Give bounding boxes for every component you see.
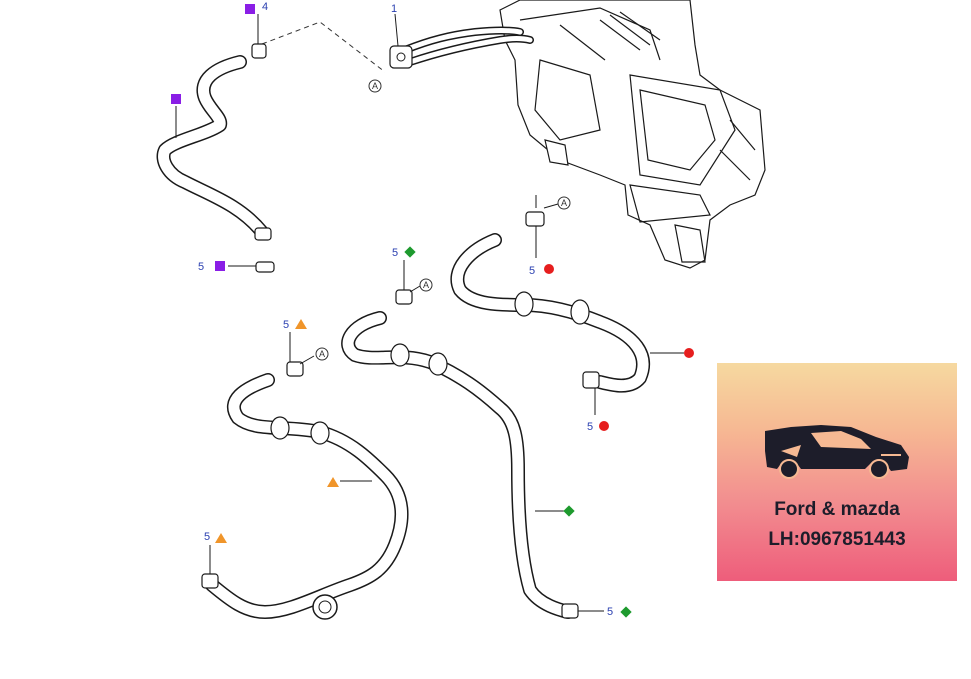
hose-purple	[156, 43, 275, 273]
svg-text:A: A	[372, 81, 378, 91]
red-circle-marker	[544, 264, 554, 274]
red-circle-marker	[599, 421, 609, 431]
orange-triangle-marker	[215, 533, 227, 543]
callout-5-orange-bottom: 5	[204, 531, 210, 543]
ad-phone-text: LH:0967851443	[768, 529, 906, 550]
ad-brand-text: Ford & mazda	[774, 499, 900, 520]
ref-a-3: A	[419, 278, 433, 292]
ref-a-4: A	[315, 347, 329, 361]
hose-green	[341, 289, 579, 619]
svg-text:A: A	[561, 198, 567, 208]
callout-5-red-top: 5	[529, 265, 535, 277]
purple-square-marker	[171, 94, 181, 104]
green-diamond-marker	[563, 505, 575, 517]
orange-triangle-marker	[295, 319, 307, 329]
ref-a-1: A	[368, 79, 382, 93]
callout-5-orange-top: 5	[283, 319, 289, 331]
svg-text:A: A	[319, 349, 325, 359]
ad-card: Ford & mazda LH:0967851443	[717, 363, 957, 581]
callout-5-green-top: 5	[392, 247, 398, 259]
callout-4: 4	[262, 1, 268, 13]
hvac-unit	[499, 0, 766, 269]
callout-1: 1	[391, 3, 397, 15]
ref-a-2: A	[557, 196, 571, 210]
hose-orange	[201, 361, 409, 620]
refrigerant-lines	[389, 26, 534, 69]
green-diamond-marker	[620, 606, 632, 618]
purple-square-marker	[245, 4, 255, 14]
callout-5-purple: 5	[198, 261, 204, 273]
leader-lines	[175, 13, 684, 612]
purple-square-marker	[215, 261, 225, 271]
dashed-connector	[261, 21, 386, 73]
red-circle-marker	[684, 348, 694, 358]
car-logo-icon	[765, 425, 909, 479]
green-diamond-marker	[404, 246, 416, 258]
svg-text:A: A	[423, 280, 429, 290]
callout-5-green-bottom: 5	[607, 606, 613, 618]
hose-red	[450, 211, 651, 393]
orange-triangle-marker	[327, 477, 339, 487]
callout-5-red-bottom: 5	[587, 421, 593, 433]
